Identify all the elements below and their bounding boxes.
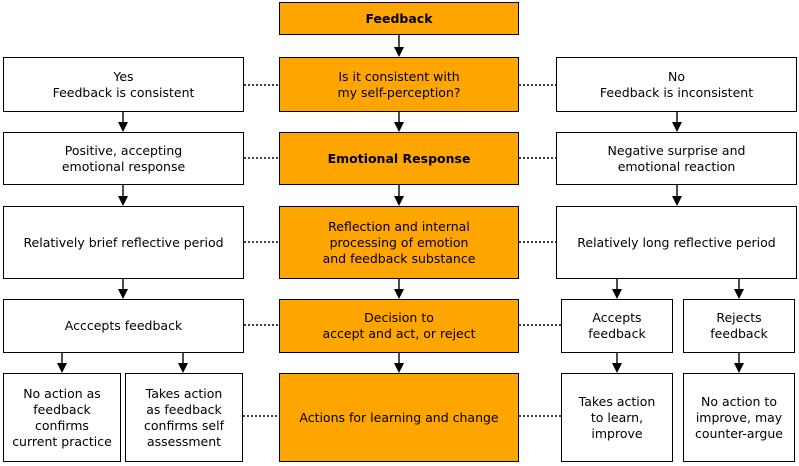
- rejects-feedback-box: Rejects feedback: [683, 299, 795, 353]
- takes-action-confirms-box: Takes action as feedback confirms self a…: [125, 373, 243, 462]
- no-action-improve-box: No action to improve, may counter-argue: [683, 373, 795, 462]
- no-inconsistent-box: No Feedback is inconsistent: [556, 57, 797, 112]
- no-action-confirms-box: No action as feedback confirms current p…: [3, 373, 121, 462]
- feedback-box: Feedback: [279, 2, 519, 35]
- positive-response-box: Positive, accepting emotional response: [3, 132, 244, 185]
- left-accepts-feedback-box: Acccepts feedback: [3, 299, 244, 353]
- emotional-response-box: Emotional Response: [279, 132, 519, 185]
- negative-surprise-box: Negative surprise and emotional reaction: [556, 132, 797, 185]
- decision-box: Decision to accept and act, or reject: [279, 299, 519, 353]
- actions-box: Actions for learning and change: [279, 373, 519, 462]
- consistency-question-box: Is it consistent with my self-perception…: [279, 57, 519, 112]
- takes-action-learn-box: Takes action to learn, improve: [561, 373, 673, 462]
- long-reflection-box: Relatively long reflective period: [556, 206, 797, 279]
- right-accepts-feedback-box: Accepts feedback: [561, 299, 673, 353]
- reflection-box: Reflection and internal processing of em…: [279, 206, 519, 279]
- yes-consistent-box: Yes Feedback is consistent: [3, 57, 244, 112]
- brief-reflection-box: Relatively brief reflective period: [3, 206, 244, 279]
